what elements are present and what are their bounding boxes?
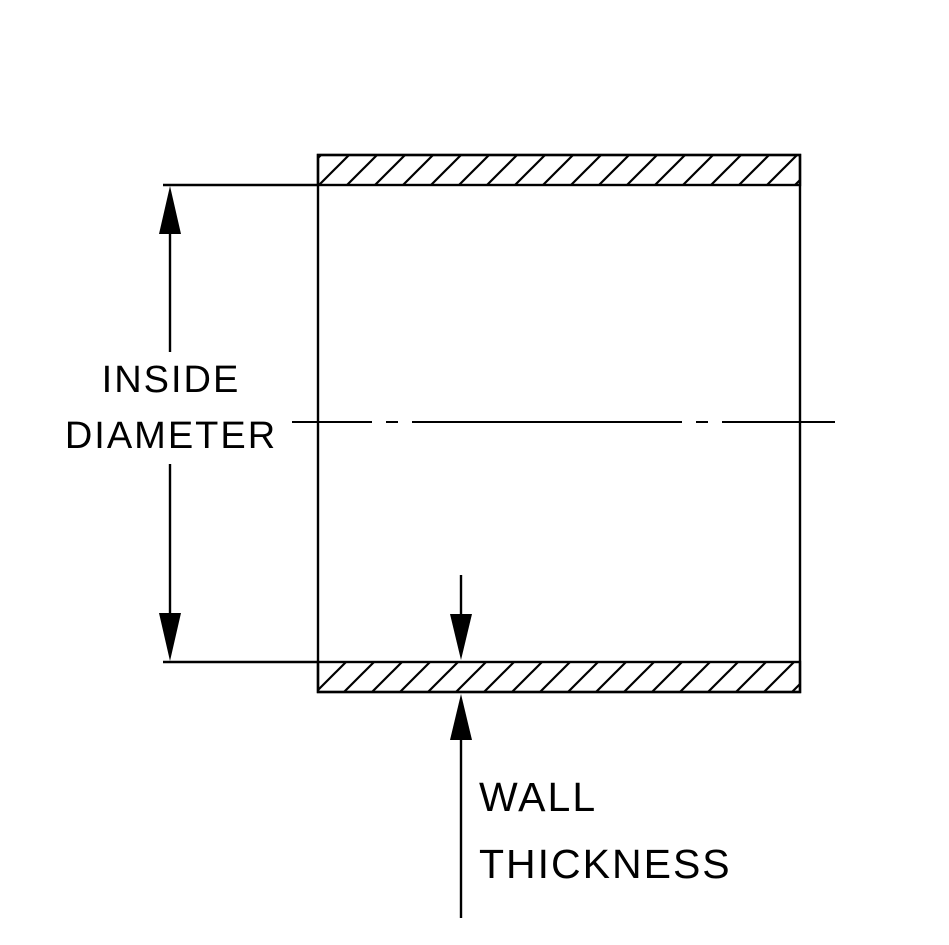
wall-thickness-label-line2: THICKNESS <box>479 841 732 887</box>
inside-diameter-label: INSIDE DIAMETER <box>58 352 284 464</box>
wall-thickness-arrow-up-icon <box>450 694 472 740</box>
inside-diameter-label-line2: DIAMETER <box>64 415 278 457</box>
wall-thickness-arrow-down-icon <box>450 614 472 660</box>
tube-top-wall <box>316 153 802 187</box>
arrowhead-down-icon <box>159 613 181 661</box>
inside-diameter-label-line1: INSIDE <box>101 359 241 401</box>
wall-thickness-label: WALL THICKNESS <box>479 764 732 898</box>
arrowhead-up-icon <box>159 186 181 234</box>
tube-outline <box>316 153 802 694</box>
tube-bottom-wall <box>316 660 802 694</box>
wall-thickness-label-line1: WALL <box>479 774 598 820</box>
